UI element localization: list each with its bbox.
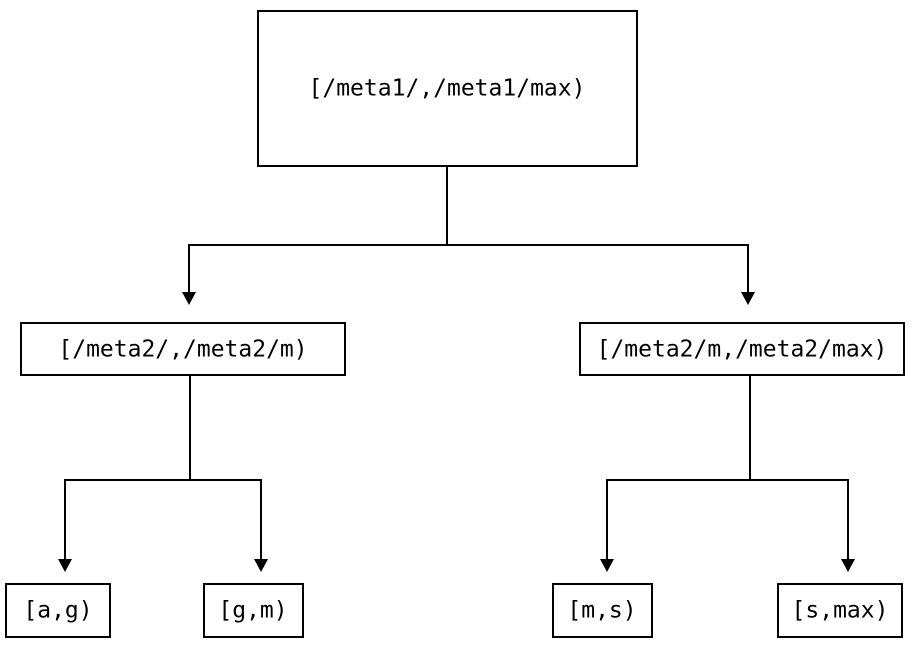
node-label-mid-right: [/meta2/m,/meta2/max)	[597, 337, 888, 363]
node-label-leaf-s-max: [s,max)	[792, 598, 889, 624]
tree-edge	[600, 375, 752, 572]
node-label-leaf-a-g: [a,g)	[23, 598, 92, 624]
edge-connector-line	[605, 375, 752, 559]
node-box-leaf-m-s[interactable]	[551, 582, 654, 639]
node-box-leaf-s-max[interactable]	[776, 582, 904, 639]
edge-connector-line	[445, 166, 750, 292]
edge-arrowhead-icon	[841, 559, 855, 572]
tree-edge	[748, 375, 855, 572]
edge-arrowhead-icon	[254, 559, 268, 572]
tree-edge	[182, 166, 449, 305]
tree-edge	[445, 166, 755, 305]
node-box-mid-left[interactable]	[19, 321, 347, 377]
node-box-leaf-g-m[interactable]	[202, 582, 305, 639]
tree-node[interactable]: [g,m)	[202, 582, 305, 639]
node-label-leaf-m-s: [m,s)	[567, 598, 636, 624]
edge-arrowhead-icon	[182, 292, 196, 305]
edge-connector-line	[748, 375, 850, 559]
node-label-root: [/meta1/,/meta1/max)	[309, 76, 586, 102]
node-box-leaf-a-g[interactable]	[4, 582, 112, 639]
edge-connector-line	[63, 375, 192, 559]
tree-node[interactable]: [/meta2/m,/meta2/max)	[578, 321, 906, 377]
nodes-layer: [/meta1/,/meta1/max) [/meta2/,/meta2/m) [/…	[4, 9, 906, 639]
tree-edge	[58, 375, 192, 572]
node-label-leaf-g-m: [g,m)	[218, 598, 287, 624]
tree-node[interactable]: [a,g)	[4, 582, 112, 639]
edges-layer	[58, 166, 855, 572]
node-box-mid-right[interactable]	[578, 321, 906, 377]
node-box-root[interactable]	[256, 9, 639, 168]
edge-arrowhead-icon	[741, 292, 755, 305]
tree-node[interactable]: [m,s)	[551, 582, 654, 639]
tree-edge	[188, 375, 268, 572]
edge-arrowhead-icon	[58, 559, 72, 572]
edge-arrowhead-icon	[600, 559, 614, 572]
node-label-mid-left: [/meta2/,/meta2/m)	[58, 337, 307, 363]
tree-node[interactable]: [/meta2/,/meta2/m)	[19, 321, 347, 377]
tree-node[interactable]: [/meta1/,/meta1/max)	[256, 9, 639, 168]
tree-node[interactable]: [s,max)	[776, 582, 904, 639]
edge-connector-line	[187, 166, 449, 292]
edge-connector-line	[188, 375, 263, 559]
